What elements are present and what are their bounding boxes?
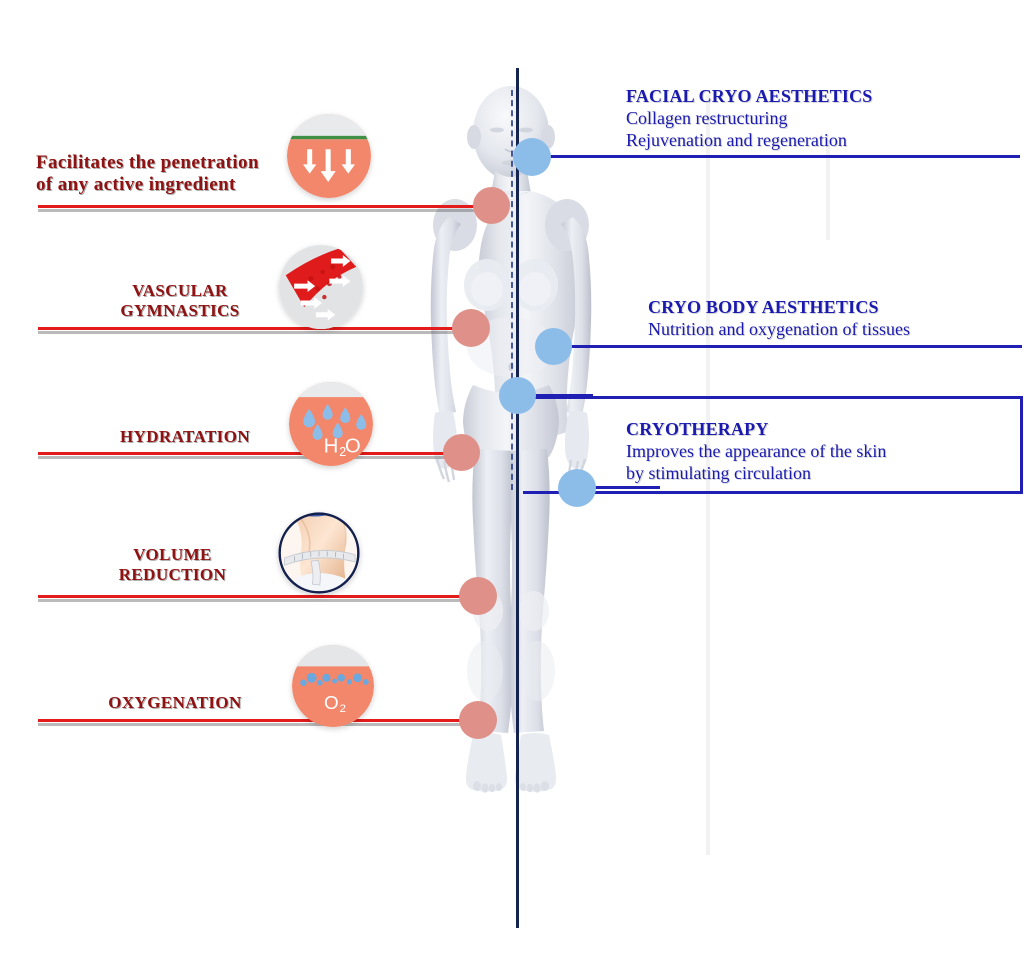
cryo-body-title: CRYO BODY AESTHETICS [648, 297, 879, 317]
facial-cryo-line1: Collagen restructuring [626, 107, 788, 128]
marker-dot-facial-cryo[interactable] [513, 138, 551, 176]
svg-text:O: O [345, 436, 361, 458]
cryotherapy-line2: by stimulating circulation [626, 462, 811, 483]
cryotherapy-bracket [523, 396, 1023, 494]
svg-text:O: O [324, 692, 339, 713]
connector-line-vascular [38, 327, 470, 334]
cryo-body-line1: Nutrition and oxygenation of tissues [648, 318, 910, 339]
facial-cryo-line2: Rejuvenation and regeneration [626, 129, 847, 150]
guide-line-right-outer [826, 140, 830, 240]
label-vascular-gymnastics: VASCULAR GYMNASTICS [60, 281, 300, 321]
connector-line-cryo-body [560, 345, 1022, 348]
connector-line-facial-cryo [540, 155, 1020, 158]
label-penetration-line2: of any active ingredient [36, 174, 236, 196]
connector-line-cryotherapy-top [523, 394, 593, 397]
cryotherapy-line1: Improves the appearance of the skin [626, 440, 887, 461]
connector-line-hydratation [38, 452, 460, 459]
label-cryo-body-aesthetics: CRYO BODY AESTHETICS Nutrition and oxyge… [648, 297, 1024, 341]
water-droplets-h2o-icon: H 2 O [289, 382, 373, 466]
marker-dot-penetration[interactable] [473, 187, 510, 224]
svg-text:2: 2 [340, 703, 346, 715]
oxygen-bubbles-o2-icon: O 2 [292, 645, 374, 727]
label-volume-reduction: VOLUME REDUCTION [55, 545, 290, 585]
blood-vessel-arrows-icon [279, 245, 363, 329]
marker-dot-cryotherapy[interactable] [558, 469, 596, 507]
label-vascular-line1: VASCULAR [132, 281, 228, 300]
marker-dot-hydratation[interactable] [443, 434, 480, 471]
label-facial-cryo-aesthetics: FACIAL CRYO AESTHETICS Collagen restruct… [626, 86, 1016, 152]
marker-dot-cryo-body-lower[interactable] [499, 377, 536, 414]
marker-dot-vascular[interactable] [452, 309, 490, 347]
label-oxygenation-line1: OXYGENATION [108, 693, 242, 712]
marker-dot-volume[interactable] [459, 577, 497, 615]
connector-line-cryotherapy-bottom [580, 486, 660, 489]
label-hydratation-line1: HYDRATATION [119, 427, 251, 446]
connector-line-oxygenation [38, 719, 476, 726]
center-axis-dashed [511, 90, 513, 490]
label-volume-line1: VOLUME [133, 545, 212, 564]
label-oxygenation: OXYGENATION [55, 693, 295, 713]
center-axis-line [516, 68, 519, 928]
label-penetration: Facilitates the penetration of any activ… [36, 152, 336, 197]
marker-dot-oxygenation[interactable] [459, 701, 497, 739]
label-cryotherapy: CRYOTHERAPY Improves the appearance of t… [626, 419, 1006, 485]
label-penetration-line1: Facilitates the penetration [36, 152, 259, 173]
connector-line-volume [38, 595, 476, 602]
waist-tape-measure-icon [278, 512, 360, 594]
svg-text:H: H [324, 436, 339, 458]
label-vascular-line2: GYMNASTICS [120, 301, 240, 321]
connector-line-penetration [38, 205, 490, 212]
facial-cryo-title: FACIAL CRYO AESTHETICS [626, 86, 873, 106]
marker-dot-cryo-body[interactable] [535, 328, 572, 365]
svg-text:2: 2 [339, 445, 346, 459]
cryotherapy-title: CRYOTHERAPY [626, 419, 769, 439]
skin-penetration-arrows-icon [287, 114, 371, 198]
label-volume-line2: REDUCTION [118, 565, 227, 585]
guide-line-right-inner [706, 95, 710, 855]
label-hydratation: HYDRATATION [65, 427, 305, 447]
